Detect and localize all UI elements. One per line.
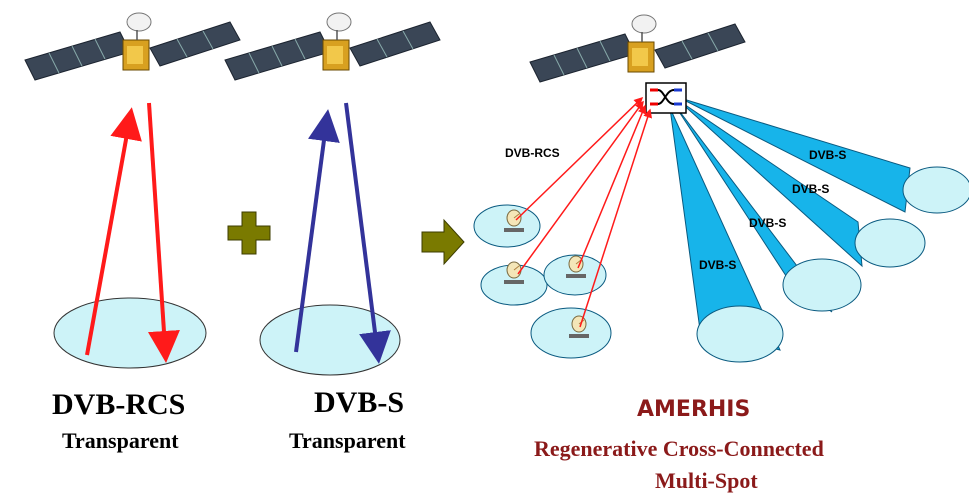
arrow-right-icon (421, 218, 465, 266)
uplink-lines (515, 96, 652, 328)
panel-title: DVB-S (314, 386, 405, 419)
panel-subtitle: Transparent (289, 428, 406, 453)
plus-icon (227, 211, 271, 255)
coverage-area (259, 304, 401, 376)
beam-label: DVB-S (749, 216, 787, 230)
panel-subtitle: Transparent (62, 428, 179, 453)
switch-icon (645, 82, 687, 114)
coverage-area (53, 297, 207, 369)
satellite-icon (529, 14, 746, 83)
panel-title: DVB-RCS (52, 388, 186, 421)
beam-label: DVB-S (699, 258, 737, 272)
beam-label: DVB-S (809, 148, 847, 162)
spot-beam (677, 99, 926, 268)
ground-terminal (480, 261, 548, 306)
amerhis-title: AMERHIS (637, 397, 751, 422)
amerhis-subtitle: Regenerative Cross-Connected (534, 436, 824, 461)
uplink-arrow (294, 109, 340, 353)
spot-beam (679, 97, 969, 214)
ground-terminal (473, 204, 541, 248)
satellite-icon (224, 12, 441, 81)
ground-terminal (530, 307, 612, 359)
downlink-arrow (344, 102, 391, 364)
beam-label: DVB-S (792, 182, 830, 196)
spot-beam (673, 103, 862, 313)
spot-beam (669, 107, 784, 363)
amerhis-subtitle: Multi-Spot (655, 468, 758, 493)
satellite-icon (24, 12, 241, 81)
downlink-arrow (147, 102, 180, 363)
uplink-arrow (85, 107, 142, 356)
uplink-label: DVB-RCS (505, 146, 560, 160)
ground-terminal (543, 254, 607, 296)
